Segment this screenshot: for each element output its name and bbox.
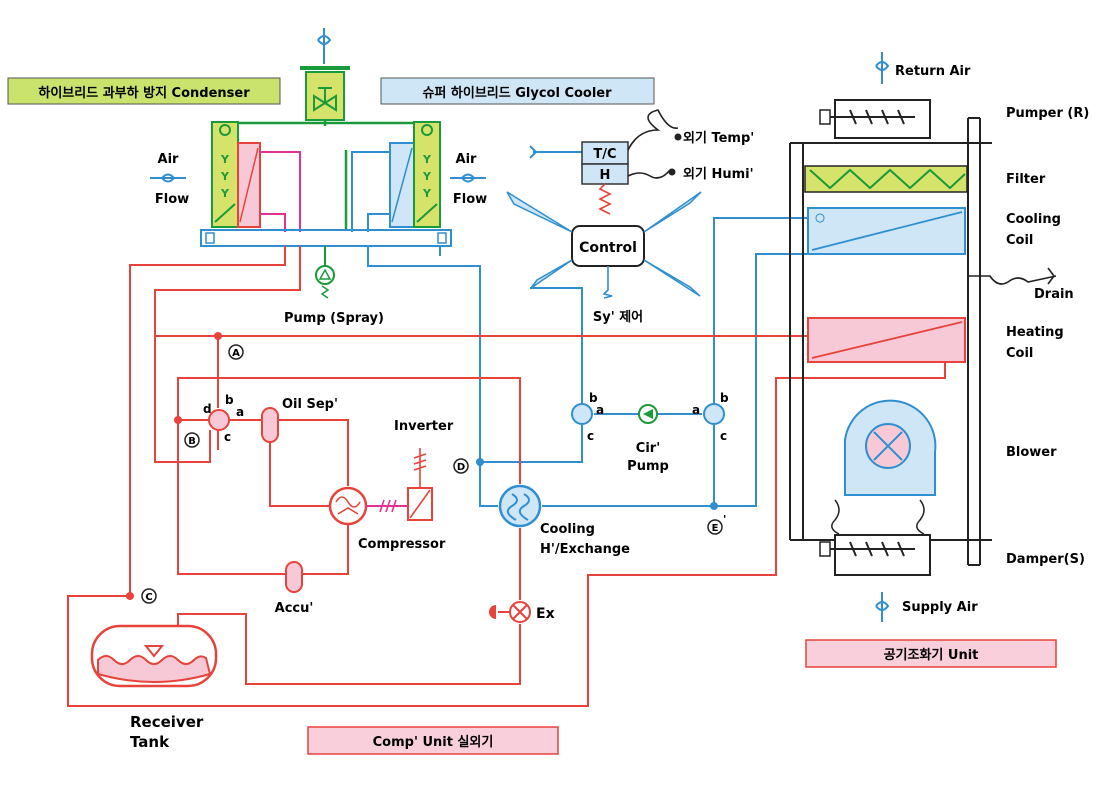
svg-text:Y: Y (220, 187, 230, 200)
receiver-label-2: Tank (130, 733, 170, 751)
ahu-unit-title-box: 공기조화기 Unit (805, 639, 1057, 668)
drain-label: Drain (1034, 287, 1074, 302)
return-air-valve-icon (875, 52, 890, 84)
right-spray-pad (413, 121, 441, 228)
three-way-valve-right (703, 403, 725, 425)
outside-temp-label: 외기 Temp' (683, 130, 754, 146)
node-d-marker: D (453, 458, 469, 474)
flow-label-right: Flow (453, 192, 487, 207)
four-way-valve (208, 409, 230, 431)
ex-label: Ex (536, 606, 555, 622)
svg-text:Y: Y (422, 187, 432, 200)
valve-right-port-b: b (720, 391, 729, 405)
supply-air-label: Supply Air (902, 600, 978, 615)
left-spray-pad (211, 121, 239, 228)
cooling-coil-element (807, 207, 966, 255)
svg-text:Y: Y (220, 153, 230, 166)
heating-coil-label-2: Coil (1006, 346, 1033, 361)
valve-right-port-a: a (692, 403, 700, 417)
pump-spray-label: Pump (Spray) (284, 311, 384, 326)
damper-s-label: Damper(S) (1006, 552, 1085, 567)
drain-icon (968, 267, 1057, 285)
accu-label: Accu' (275, 601, 314, 616)
filter-element (804, 165, 968, 193)
valve-left-port-b: b (589, 391, 598, 405)
condenser-title-box: 하이브리드 과부하 방지 Condenser (7, 77, 281, 105)
receiver-label-1: Receiver (130, 713, 204, 731)
air-label-right: Air (456, 152, 478, 167)
supply-air-valve-icon (875, 592, 890, 622)
control-label: Control (579, 240, 637, 256)
circulation-pump-icon (638, 404, 658, 424)
valve-left-port-c: c (587, 429, 594, 443)
svg-text:Y: Y (422, 170, 432, 183)
valve-red-port-d: d (203, 402, 212, 416)
node-d-label: D (457, 462, 465, 473)
water-basin (200, 229, 452, 247)
node-a-marker: A (228, 344, 244, 360)
heating-coil-label-1: Heating (1006, 325, 1064, 340)
outside-humi-label: 외기 Humi' (683, 166, 754, 182)
return-air-label: Return Air (895, 64, 971, 79)
glycol-cooler-title: 슈퍼 하이브리드 Glycol Cooler (422, 85, 612, 101)
blower-label: Blower (1006, 445, 1057, 460)
node-c-label: C (145, 592, 152, 603)
compressor-label: Compressor (358, 537, 446, 552)
flow-label-left: Flow (155, 192, 189, 207)
refrigerant-loop-piping (67, 246, 946, 707)
node-e-label: E (712, 523, 719, 534)
node-c-marker: C (141, 588, 157, 604)
inverter-label: Inverter (394, 419, 454, 434)
comp-unit-title-box: Comp' Unit 실외기 (307, 726, 559, 755)
cooling-hx-label-2: H'/Exchange (540, 542, 630, 557)
svg-text:Y: Y (220, 170, 230, 183)
oil-separator-icon (261, 407, 279, 443)
valve-red-port-c: c (224, 430, 231, 444)
glycol-cooler-title-box: 슈퍼 하이브리드 Glycol Cooler (380, 77, 655, 105)
node-e-suffix: ' (723, 513, 726, 526)
control-section: T/C H 외기 Temp' 외기 Humi' Control Sy' 제어 (506, 109, 754, 325)
expansion-valve-icon (489, 601, 531, 623)
three-way-valve-left (571, 403, 593, 425)
accumulator-icon (285, 561, 303, 593)
return-damper-icon (819, 99, 931, 139)
condenser-assembly: Y Y Y Y Y Y Pump (Spray) (150, 28, 487, 326)
cooling-coil-label-1: Cooling (1006, 212, 1061, 227)
supply-damper-icon (819, 534, 931, 576)
h-label: H (600, 168, 611, 183)
cooling-heat-exchanger-icon (498, 484, 542, 528)
filter-label: Filter (1006, 172, 1046, 187)
node-b-label: B (188, 436, 196, 447)
node-e-marker: E ' (707, 513, 726, 535)
node-a-label: A (232, 348, 240, 359)
water-supply-valve-icon (317, 28, 332, 64)
condenser-title: 하이브리드 과부하 방지 Condenser (38, 85, 250, 101)
compressor-icon (328, 486, 368, 526)
valve-red-port-b: b (225, 393, 234, 407)
spray-valve-icon (313, 87, 337, 112)
cooling-hx-label-1: Cooling (540, 522, 595, 537)
pumper-r-label: Pumper (R) (1006, 106, 1089, 121)
node-b-marker: B (184, 432, 200, 448)
ahu-unit-title: 공기조화기 Unit (884, 647, 979, 663)
cir-pump-label-1: Cir' (636, 441, 660, 456)
air-flow-left-icon (150, 173, 186, 183)
cooling-coil-label-2: Coil (1006, 233, 1033, 248)
comp-unit-title: Comp' Unit 실외기 (373, 734, 494, 750)
receiver-tank-icon (90, 624, 218, 688)
valve-right-port-c: c (720, 429, 727, 443)
sy-control-label: Sy' 제어 (593, 309, 643, 325)
oil-sep-label: Oil Sep' (282, 397, 338, 412)
tc-label: T/C (593, 147, 616, 162)
heating-coil-element (807, 317, 966, 363)
cir-pump-label-2: Pump (627, 459, 669, 474)
valve-left-port-a: a (596, 403, 604, 417)
valve-red-port-a: a (236, 405, 244, 419)
air-flow-right-icon (450, 173, 486, 183)
blower-icon (831, 399, 937, 535)
svg-text:Y: Y (422, 153, 432, 166)
air-label-left: Air (158, 152, 180, 167)
